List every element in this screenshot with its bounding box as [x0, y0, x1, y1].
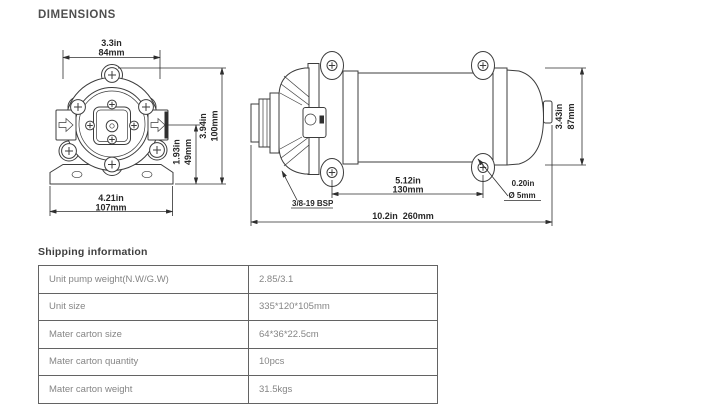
- screw-icon: [104, 156, 120, 173]
- inlet-port: [55, 109, 77, 141]
- foot-hole: [141, 170, 153, 179]
- row-label: Mater carton size: [38, 320, 249, 349]
- screw-icon: [149, 142, 165, 158]
- row-label: Mater carton weight: [38, 375, 249, 404]
- row-value: 2.85/3.1: [248, 265, 438, 294]
- cam-housing: [302, 107, 327, 138]
- dim-overall-length: 10.2in 260mm: [372, 211, 434, 221]
- screw-icon: [326, 167, 338, 178]
- screw-icon: [477, 60, 489, 71]
- dim-mount-span-in: 5.12in: [395, 176, 421, 186]
- row-value: 64*36*22.5cm: [248, 320, 438, 349]
- motor-end-cap: [506, 69, 545, 166]
- foot-hole: [71, 170, 83, 179]
- pump-front-view: 3.3in 84mm 4.21in 107mm 3.94in 100mm 1.9…: [49, 38, 226, 216]
- dim-body-height-in: 3.43in: [554, 104, 564, 130]
- row-value: 10pcs: [248, 347, 438, 376]
- port-fitting: [269, 92, 280, 154]
- screw-icon: [85, 120, 95, 131]
- dim-front-width-in: 3.3in: [101, 38, 122, 48]
- screw-icon: [129, 120, 139, 131]
- dim-port-height-mm: 49mm: [183, 139, 193, 165]
- dimension-drawing: 3.3in 84mm 4.21in 107mm 3.94in 100mm 1.9…: [49, 38, 586, 226]
- screw-icon: [104, 67, 120, 83]
- row-value: 31.5kgs: [248, 375, 438, 404]
- screw-icon: [61, 143, 77, 159]
- dim-mount-span-mm: 130mm: [392, 185, 423, 195]
- row-label: Unit size: [38, 292, 249, 321]
- dim-hole-diameter: Ø 5mm: [508, 191, 535, 200]
- screw-icon: [70, 99, 86, 115]
- dim-front-height-in: 3.94in: [198, 113, 208, 139]
- shipping-heading: Shipping information: [38, 246, 148, 258]
- dim-body-height-mm: 87mm: [566, 103, 576, 129]
- dim-base-width-in: 4.21in: [98, 193, 124, 203]
- thread-label: 3/8-19 BSP: [292, 199, 334, 208]
- dim-front-width-mm: 84mm: [98, 48, 124, 58]
- dim-port-height-in: 1.93in: [172, 139, 182, 165]
- pump-head: [278, 67, 310, 175]
- table-row: Unit pump weight(N.W/G.W)2.85/3.1: [38, 265, 438, 294]
- flow-arrow-icon: [150, 117, 166, 133]
- screw-icon: [107, 134, 117, 145]
- dim-base-width-mm: 107mm: [95, 203, 126, 213]
- dim-hole-in: 0.20in: [512, 179, 535, 188]
- flow-arrow-icon: [58, 117, 74, 133]
- screw-icon: [107, 99, 117, 110]
- screw-icon: [477, 162, 489, 173]
- page-title: DIMENSIONS: [38, 9, 116, 21]
- screw-icon: [138, 99, 154, 115]
- row-label: Mater carton quantity: [38, 347, 249, 376]
- pump-side-view: 5.12in 130mm 10.2in 260mm 3.43in 87mm 0.…: [250, 51, 586, 226]
- row-value: 335*120*105mm: [248, 292, 438, 321]
- dim-front-height-mm: 100mm: [210, 110, 220, 141]
- motor-body: [357, 72, 494, 163]
- screw-icon: [326, 60, 338, 71]
- center-hole: [105, 119, 119, 133]
- row-label: Unit pump weight(N.W/G.W): [38, 265, 249, 294]
